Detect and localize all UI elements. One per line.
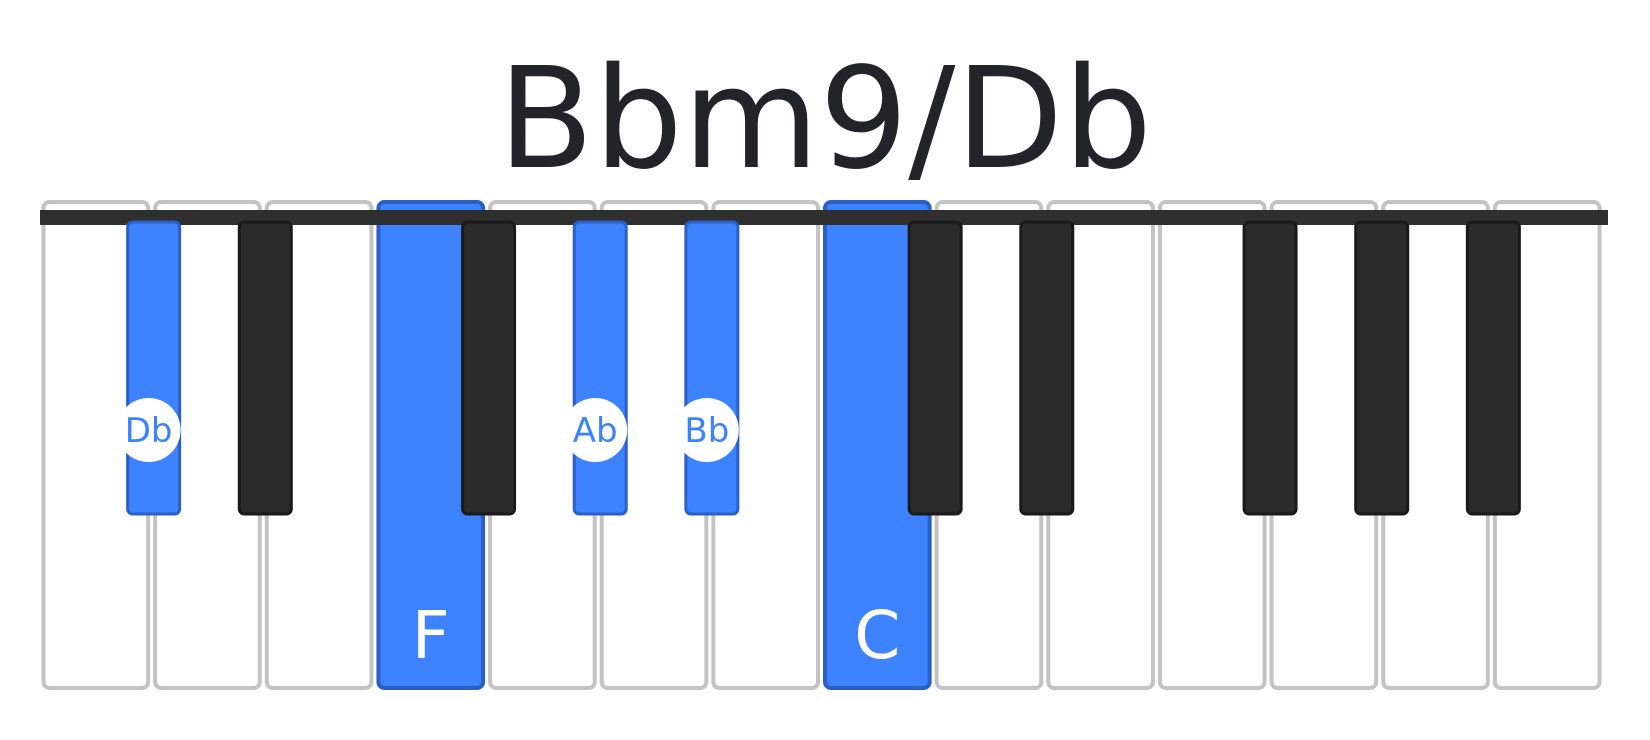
black-key-Eb-6: [1019, 220, 1075, 516]
black-key-Db-0: [126, 220, 182, 516]
note-label-badge-Bb: [674, 398, 739, 462]
black-key-Bb-4: [684, 220, 740, 516]
note-label-Bb: Bb: [684, 411, 729, 451]
chord-title: Bbm9/Db: [497, 38, 1153, 201]
note-label-Ab: Ab: [573, 411, 618, 451]
keyboard-top-bar: [40, 210, 1608, 225]
black-key-Ab-3: [572, 220, 628, 516]
note-label-Db: Db: [125, 411, 173, 451]
black-key-Bb-9: [1465, 220, 1521, 516]
note-label-F: F: [412, 597, 450, 674]
black-key-Eb-1: [237, 220, 293, 516]
black-key-Db-5: [907, 220, 963, 516]
note-label-badge-Ab: [563, 398, 628, 462]
black-key-Gb-2: [461, 220, 517, 516]
note-label-C: C: [854, 597, 900, 674]
note-label-badge-Db: [116, 398, 181, 462]
black-key-Ab-8: [1354, 220, 1410, 516]
black-key-Gb-7: [1242, 220, 1298, 516]
